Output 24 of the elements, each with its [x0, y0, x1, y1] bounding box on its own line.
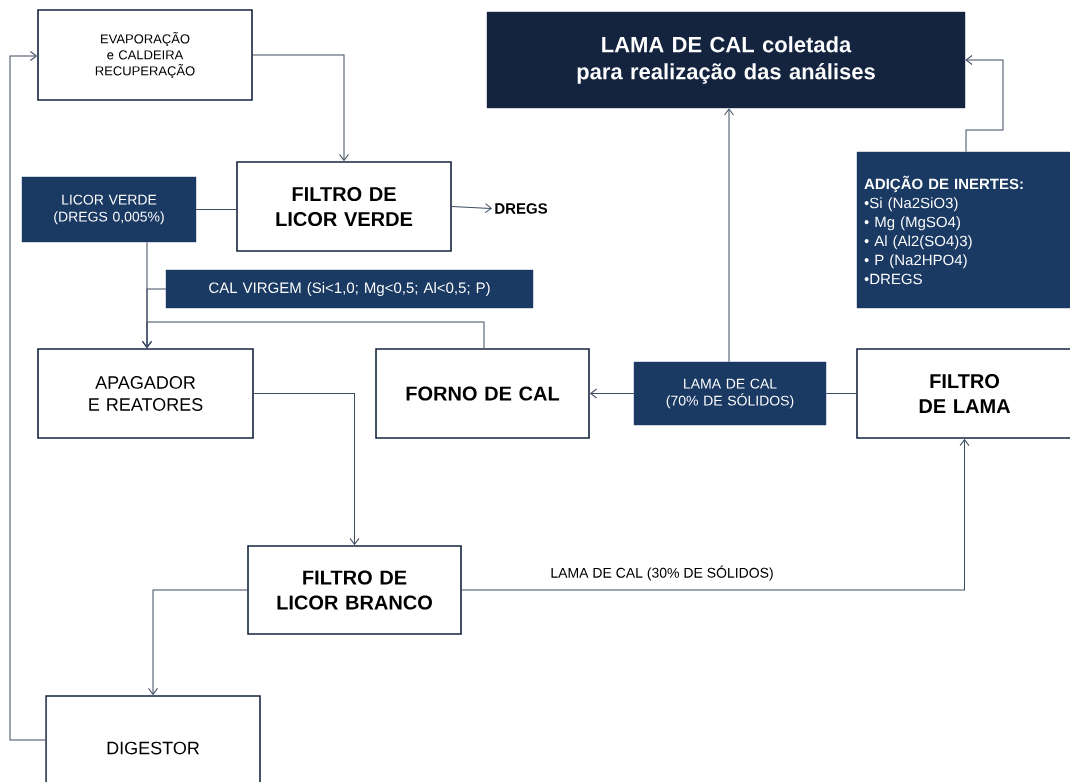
process-box: FORNO DE CAL	[375, 348, 590, 439]
arrow	[965, 55, 1004, 153]
arrow	[253, 393, 360, 545]
stream-box: LAMA DE CAL (70% DE SÓLIDOS)	[633, 361, 827, 426]
process-box: APAGADOR E REATORES	[37, 348, 254, 439]
arrow	[9, 51, 46, 741]
result-box: LAMA DE CAL coletada para realização das análises	[486, 11, 966, 109]
output-text: DREGS	[495, 203, 548, 214]
process-box: FILTRO DE LAMA	[856, 348, 1070, 439]
arrow	[724, 108, 734, 363]
arrow	[461, 439, 970, 591]
edge-label: LAMA DE CAL (30% DE SÓLIDOS)	[549, 564, 775, 582]
note-box: ADIÇÃO DE INERTES: •Si (Na2SiO3) • Mg (MgSO4) • Al (Al2(SO4)3) • P (Na2HPO4) •DREGS	[856, 151, 1070, 309]
arrow	[142, 321, 485, 349]
arrow	[148, 589, 248, 695]
arrow	[451, 203, 492, 214]
arrow	[252, 54, 349, 161]
stream-box: LICOR VERDE (DREGS 0,005%)	[21, 176, 197, 243]
process-box: EVAPORAÇÃO e CALDEIRA RECUPERAÇÃO	[37, 9, 253, 101]
arrow	[590, 388, 635, 399]
process-box: DIGESTOR	[45, 695, 261, 782]
process-box: FILTRO DE LICOR VERDE	[236, 161, 452, 252]
process-box: FILTRO DE LICOR BRANCO	[247, 545, 462, 635]
stream-box: CAL VIRGEM (Si<1,0; Mg<0,5; Al<0,5; P)	[165, 269, 534, 309]
